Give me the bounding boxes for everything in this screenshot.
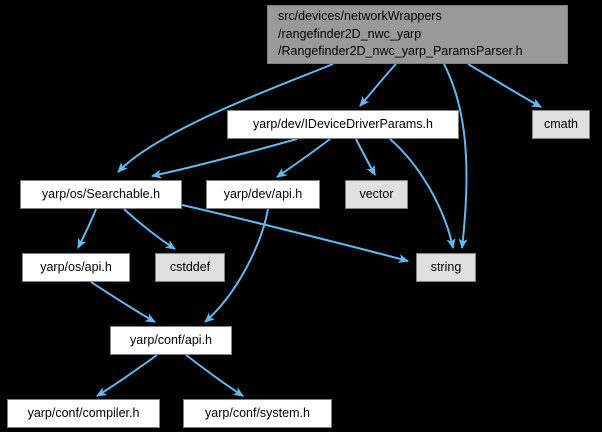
edge-searchable-to-cstddef bbox=[123, 208, 176, 250]
graph-node-root[interactable]: src/devices/networkWrappers /rangefinder… bbox=[267, 5, 568, 64]
graph-node-cstddef[interactable]: cstddef bbox=[155, 253, 225, 282]
edge-idevicedriverparams-to-vector bbox=[355, 138, 376, 176]
graph-node-osapi[interactable]: yarp/os/api.h bbox=[22, 253, 130, 282]
graph-node-devapi[interactable]: yarp/dev/api.h bbox=[206, 180, 320, 209]
edge-osapi-to-confapi bbox=[90, 281, 156, 323]
graph-node-vector[interactable]: vector bbox=[345, 180, 408, 209]
edge-root-to-idevicedriverparams bbox=[359, 63, 397, 107]
graph-node-confapi[interactable]: yarp/conf/api.h bbox=[110, 326, 232, 355]
graph-node-confcompiler[interactable]: yarp/conf/compiler.h bbox=[7, 399, 160, 428]
edge-idevicedriverparams-to-searchable bbox=[150, 138, 298, 179]
edge-confapi-to-confcompiler bbox=[96, 354, 158, 397]
graph-node-cmath[interactable]: cmath bbox=[532, 110, 590, 139]
edge-searchable-to-osapi bbox=[77, 208, 97, 249]
edge-confapi-to-confsystem bbox=[185, 354, 244, 397]
graph-node-confsystem[interactable]: yarp/conf/system.h bbox=[183, 399, 332, 428]
edge-idevicedriverparams-to-devapi bbox=[276, 138, 331, 178]
graph-node-string[interactable]: string bbox=[416, 253, 476, 282]
graph-node-idevicedriverparams[interactable]: yarp/dev/IDeviceDriverParams.h bbox=[227, 110, 459, 139]
graph-node-searchable[interactable]: yarp/os/Searchable.h bbox=[20, 180, 182, 209]
edge-root-to-string bbox=[443, 63, 468, 250]
edge-root-to-cmath bbox=[467, 63, 542, 108]
